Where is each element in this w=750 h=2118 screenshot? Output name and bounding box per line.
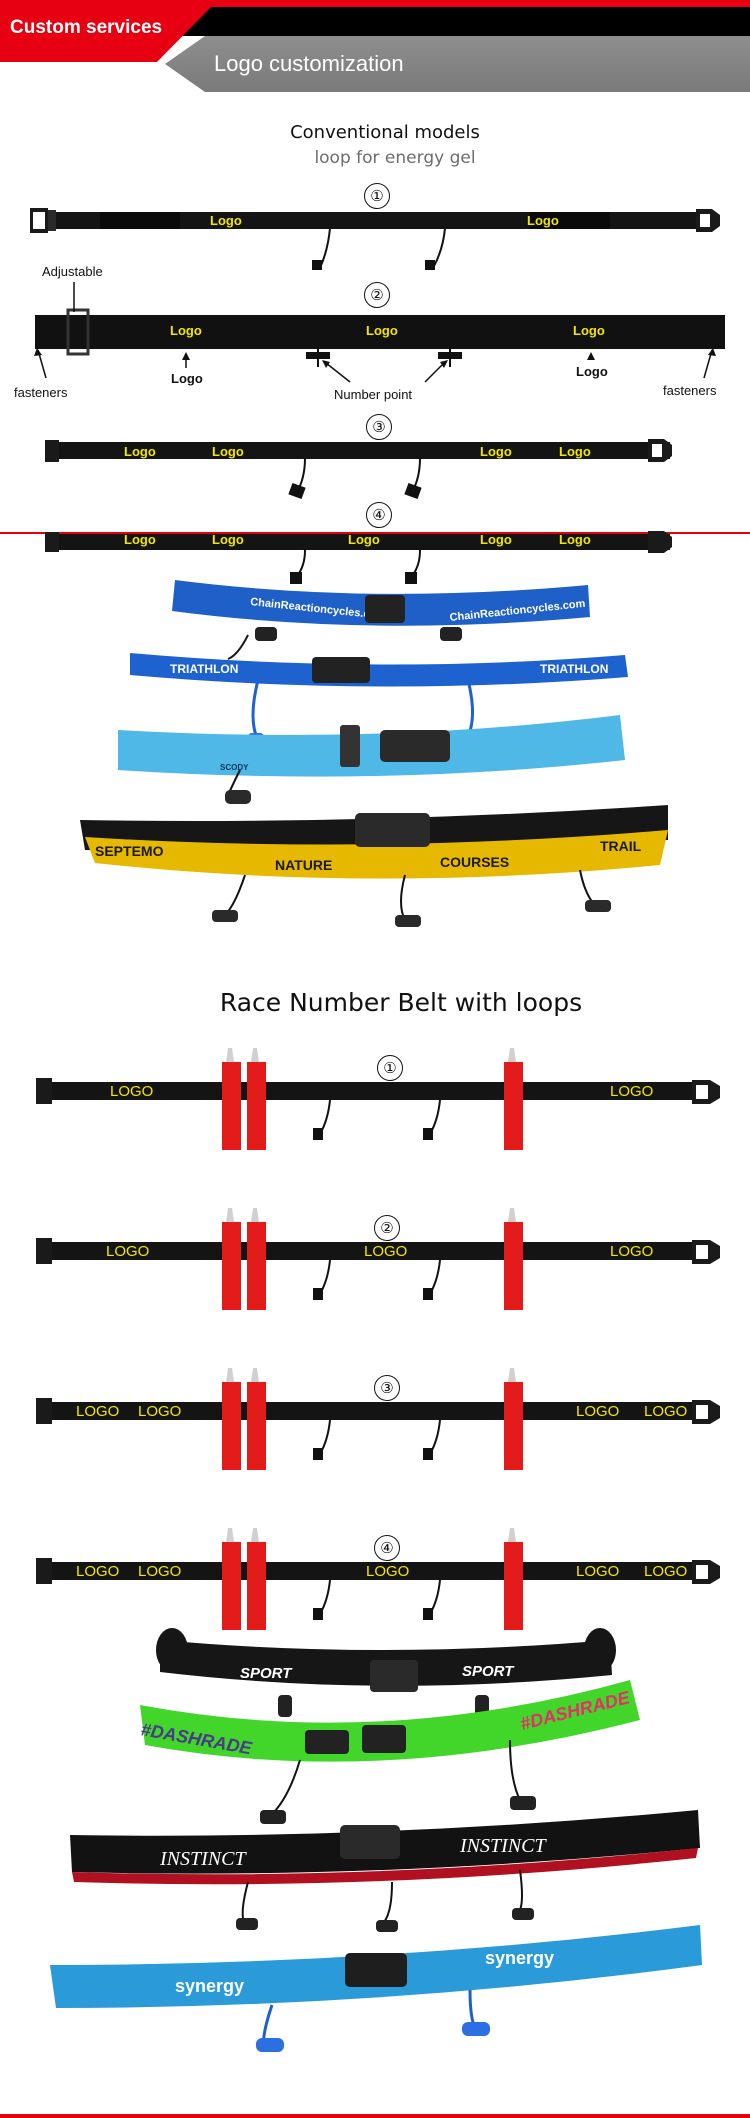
bottom-red-line (0, 2114, 750, 2118)
logo-label: Logo (480, 532, 512, 547)
header-grey-banner (165, 36, 750, 92)
blue-belt-2-text: TRIATHLON (540, 662, 608, 676)
synergy-belt-text: synergy (175, 1976, 244, 1996)
logo-label: LOGO (76, 1403, 120, 1420)
blue-belt-2-text: TRIATHLON (170, 662, 238, 676)
logo-label: LOGO (106, 1243, 150, 1260)
logo-label: LOGO (610, 1083, 654, 1100)
logo-label: Logo (124, 444, 156, 459)
logo-label: LOGO (110, 1083, 154, 1100)
logo-label: LOGO (644, 1403, 688, 1420)
black-belt-text: SPORT (240, 1665, 293, 1682)
conventional-models-title: Conventional models (290, 122, 480, 143)
black-belt-text: SPORT (462, 1663, 515, 1680)
logo-label: LOGO (138, 1563, 182, 1580)
energy-gel-subtitle: loop for energy gel (314, 148, 476, 168)
belt-model-4 (45, 531, 672, 584)
belt-model-1 (30, 208, 720, 270)
model-number-2: ② (364, 282, 390, 308)
belt-model-3 (45, 439, 672, 500)
instinct-belt-text: INSTINCT (159, 1848, 247, 1870)
logo-label: Logo (210, 213, 242, 228)
belt-photos-group-2: SPORT SPORT #DASHRADE #DASHRADE INSTINCT… (50, 1628, 702, 2052)
synergy-belt-text: synergy (485, 1948, 554, 1968)
loop-belt-model-3 (36, 1368, 720, 1470)
model-number-1: ① (364, 183, 390, 209)
logo-label: Logo (212, 532, 244, 547)
loop-belt-model-4 (36, 1528, 720, 1630)
logo-label: Logo (527, 213, 559, 228)
logo-label: Logo (348, 532, 380, 547)
loop-belt-model-1 (36, 1048, 720, 1150)
model-number-3: ③ (366, 414, 392, 440)
logo-label: Logo (124, 532, 156, 547)
fasteners-label-left: fasteners (14, 385, 68, 400)
logo-label: LOGO (644, 1563, 688, 1580)
logo-label: LOGO (366, 1563, 410, 1580)
belt-model-2 (34, 282, 725, 383)
yellow-belt-text: SEPTEMO (95, 843, 164, 859)
logo-customization-title: Logo customization (214, 51, 404, 76)
logo-label: Logo (559, 532, 591, 547)
logo-pointer-label: Logo (171, 371, 203, 386)
loop-model-number-3: ③ (374, 1375, 400, 1401)
instinct-belt-text: INSTINCT (459, 1835, 547, 1857)
race-number-belt-title: Race Number Belt with loops (219, 988, 583, 1017)
adjustable-label: Adjustable (42, 264, 103, 279)
custom-services-title: Custom services (10, 17, 163, 38)
fasteners-label-right: fasteners (663, 383, 717, 398)
model-number-4: ④ (366, 502, 392, 528)
yellow-belt-text: TRAIL (600, 838, 642, 854)
divider-line (0, 532, 750, 534)
logo-label: Logo (170, 323, 202, 338)
light-belt-text: SCODY (220, 763, 249, 772)
yellow-belt-text: NATURE (275, 857, 332, 873)
loop-model-number-2: ② (374, 1215, 400, 1241)
belt-photos-group-1: ChainReactioncycles.com ChainReactioncyc… (80, 580, 668, 927)
yellow-belt-text: COURSES (440, 854, 509, 870)
logo-label: LOGO (576, 1563, 620, 1580)
logo-label: Logo (212, 444, 244, 459)
logo-label: Logo (559, 444, 591, 459)
loop-model-number-1: ① (377, 1055, 403, 1081)
logo-label: Logo (573, 323, 605, 338)
logo-pointer-label: Logo (576, 364, 608, 379)
loop-belt-model-2 (36, 1208, 720, 1310)
header-top-stripe (0, 0, 750, 8)
logo-label: LOGO (364, 1243, 408, 1260)
logo-label: LOGO (576, 1403, 620, 1420)
logo-label: Logo (366, 323, 398, 338)
loop-model-number-4: ④ (374, 1535, 400, 1561)
logo-label: Logo (480, 444, 512, 459)
logo-label: LOGO (138, 1403, 182, 1420)
logo-label: LOGO (610, 1243, 654, 1260)
logo-label: LOGO (76, 1563, 120, 1580)
number-point-label: Number point (334, 387, 413, 402)
